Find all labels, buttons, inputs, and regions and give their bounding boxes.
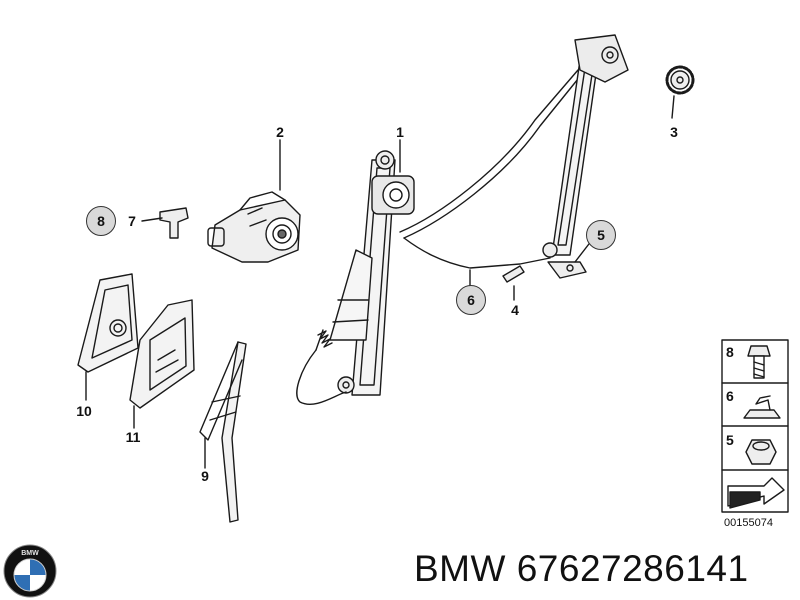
bracket-part [547, 261, 587, 279]
bmw-logo-letters: BMW [21, 550, 39, 557]
callout-5: 5 [586, 220, 616, 250]
legend-number-5: 5 [726, 432, 734, 448]
pin-part [502, 265, 525, 283]
legend-number-8: 8 [726, 344, 734, 360]
brand-name: BMW [414, 548, 506, 589]
legend-number-6: 6 [726, 388, 734, 404]
callout-4: 4 [511, 302, 519, 318]
window-regulator-part [296, 34, 629, 405]
callout-11: 11 [125, 429, 141, 445]
callout-6: 6 [456, 285, 486, 315]
legend-box [721, 339, 789, 513]
part-number: 67627286141 [516, 548, 749, 589]
trim-part-11 [129, 299, 195, 409]
part-number-label: BMW 67627286141 [414, 548, 749, 590]
callout-1: 1 [396, 124, 404, 140]
callout-10: 10 [76, 403, 92, 419]
window-motor-part [207, 191, 301, 263]
callout-8: 8 [86, 206, 116, 236]
clip-part [159, 207, 189, 239]
callout-2: 2 [276, 124, 284, 140]
bmw-logo: BMW [3, 544, 57, 598]
leader-lines [85, 95, 675, 469]
callout-7: 7 [128, 213, 136, 229]
gear-part [665, 65, 695, 95]
guide-rail-part-9 [199, 341, 247, 523]
diagram-code: 00155074 [724, 517, 773, 529]
trim-part-10 [77, 273, 139, 373]
callout-3: 3 [670, 124, 678, 140]
callout-9: 9 [201, 468, 209, 484]
